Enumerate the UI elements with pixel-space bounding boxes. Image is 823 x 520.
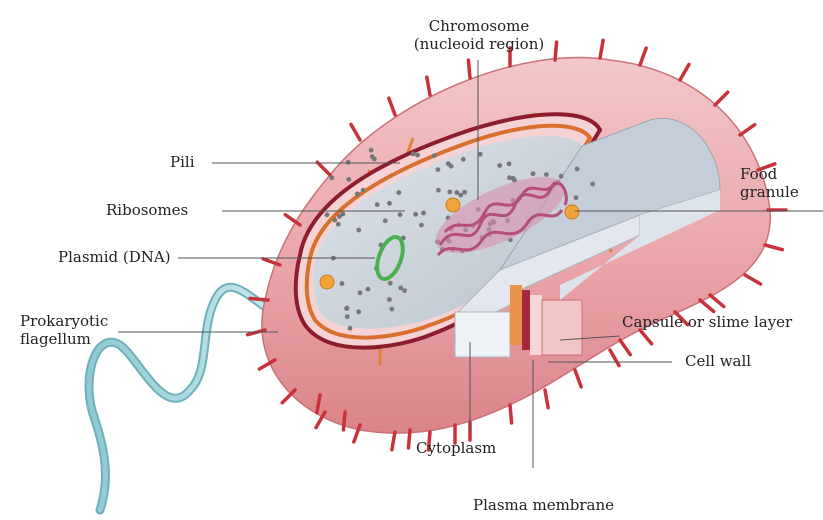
flagellum-label-line1: Prokaryotic (20, 312, 108, 330)
pilus-spike (600, 40, 603, 58)
ribosome (356, 228, 361, 233)
ribosome (544, 172, 549, 177)
ribosome (432, 153, 437, 158)
ribosome (413, 212, 418, 217)
ribosome (397, 190, 402, 195)
flagellum-label: Prokaryotic flagellum (20, 312, 108, 348)
ribosome (337, 214, 342, 219)
ribosome (574, 195, 579, 200)
ribosome (461, 157, 466, 162)
ribosome (531, 171, 536, 176)
pilus-spike (680, 64, 689, 80)
ribosome (361, 188, 366, 193)
pilus-spike (745, 275, 761, 284)
ribosome (325, 212, 330, 217)
ribosome (346, 160, 351, 165)
pili-label: Pili (170, 153, 195, 171)
ribosome (458, 193, 463, 198)
pilus-spike (700, 300, 714, 312)
ribosome (370, 154, 375, 159)
ribosome (478, 152, 483, 157)
ribosome (344, 306, 349, 311)
pilus-spike (510, 405, 512, 423)
plasma-membrane-label: Plasma membrane (473, 496, 614, 514)
ribosome (332, 218, 337, 223)
capsule-label: Capsule or slime layer (622, 313, 792, 331)
ribosome (356, 309, 361, 314)
ribosome (402, 288, 407, 293)
pilus-spike (250, 298, 268, 300)
ribosome (375, 202, 380, 207)
ribosome (346, 177, 351, 182)
ribosome (388, 281, 393, 286)
ribosome (398, 286, 403, 291)
ribosome (575, 167, 580, 172)
ribosome (398, 212, 403, 217)
chromosome-label-line1: Chromosome (404, 17, 554, 35)
ribosome (389, 307, 394, 312)
food-granule-label: Food granule (740, 165, 799, 201)
ribosome (345, 314, 350, 319)
pilus-spike (765, 245, 782, 250)
pilus-spike (640, 330, 652, 344)
pilus-spike (715, 92, 728, 105)
pilus-spike (351, 124, 360, 140)
ribosome (421, 211, 426, 216)
ribosome (387, 297, 392, 302)
pilus-spike (389, 98, 395, 115)
ribosome (411, 152, 416, 157)
food-granule-label-line2: granule (740, 183, 799, 201)
pilus-spike (408, 430, 410, 448)
ribosome (348, 326, 353, 331)
ribosome (507, 161, 512, 166)
pilus-spike (317, 162, 330, 175)
pilus-spike (427, 77, 430, 95)
pilus-spike (610, 350, 619, 366)
pilus-spike (343, 412, 345, 430)
ribosome (497, 163, 502, 168)
pilus-spike (468, 60, 470, 78)
ribosome (446, 161, 451, 166)
ribosome (436, 188, 441, 193)
ribosome (462, 190, 467, 195)
ribosome (454, 190, 459, 195)
ribosome (387, 201, 392, 206)
ribosome (507, 175, 512, 180)
cytoplasm-label: Cytoplasm (416, 439, 496, 457)
pilus-spike (575, 370, 581, 387)
pilus-spike (392, 432, 395, 450)
ribosome (590, 182, 595, 187)
ribosome (447, 190, 452, 195)
ribosome (336, 222, 341, 227)
pilus-spike (620, 340, 630, 355)
ribosome (559, 174, 564, 179)
ribosome (355, 192, 360, 197)
pilus-spike (640, 48, 646, 65)
chromosome-label: Chromosome (nucleoid region) (404, 17, 554, 53)
ribosomes-label: Ribosomes (106, 201, 188, 219)
pilus-spike (545, 390, 548, 408)
ribosome (366, 287, 371, 292)
plasmid-label: Plasmid (DNA) (58, 248, 171, 266)
ribosome (369, 148, 374, 153)
flagellum-label-line2: flagellum (20, 330, 108, 348)
pilus-spike (555, 42, 557, 60)
chromosome-label-line2: (nucleoid region) (404, 35, 554, 53)
ribosome (329, 175, 334, 180)
pilus-spike (710, 295, 724, 307)
ribosome (419, 223, 424, 228)
pilus-spike (740, 125, 755, 135)
ribosome (436, 167, 441, 172)
cell-wall-label: Cell wall (685, 352, 751, 370)
ribosome (383, 218, 388, 223)
ribosome (358, 290, 363, 295)
ribosome (340, 281, 345, 286)
food-granule-label-line1: Food (740, 165, 799, 183)
ribosome (415, 153, 420, 158)
